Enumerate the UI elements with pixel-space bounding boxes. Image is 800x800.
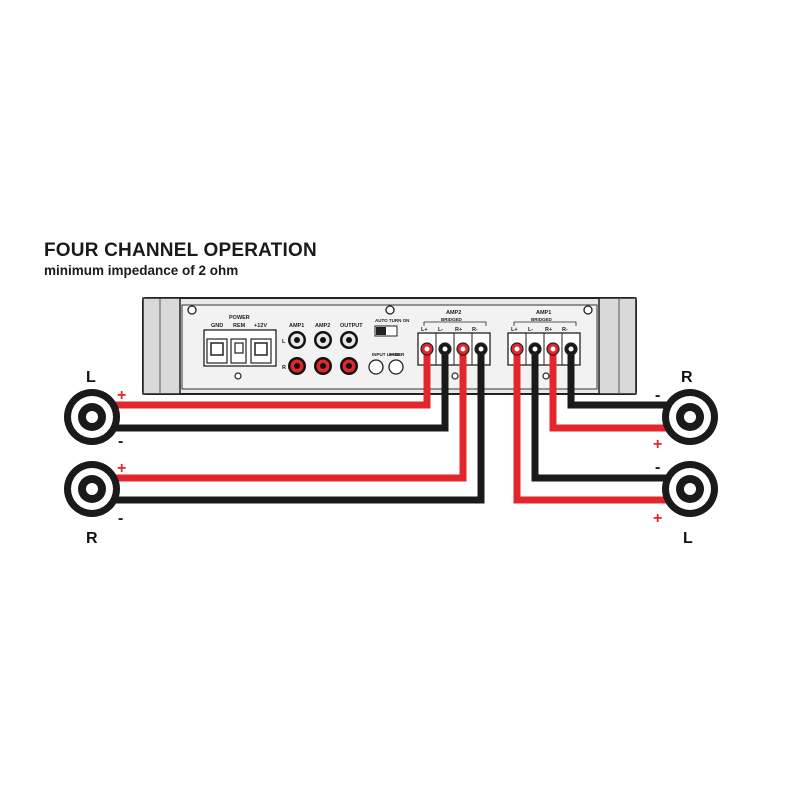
- amp1-rca-label: AMP1: [289, 323, 304, 329]
- amp2-rca-label: AMP2: [315, 323, 330, 329]
- fader-knob: [388, 359, 404, 375]
- channel-label-left-top: L: [86, 369, 96, 386]
- speaker-right-top: [662, 389, 718, 445]
- v12-label: +12V: [254, 323, 267, 329]
- right-heatsink: [598, 297, 637, 395]
- amp1-terminal-l-minus: L-: [528, 327, 533, 333]
- wire-amp1-l-minus: [531, 352, 690, 482]
- channel-label-right-bottom: L: [683, 530, 693, 547]
- speaker-left-top: [64, 389, 120, 445]
- wire-amp2-r-plus: [110, 352, 467, 482]
- minus-sign: -: [655, 387, 660, 404]
- plus-sign: +: [117, 460, 126, 477]
- wire-amp1-l-plus: [513, 352, 690, 504]
- amp2-bridged-label: BRIDGED: [441, 317, 463, 322]
- screw-icon: [542, 372, 550, 380]
- amp2-block-label: AMP2: [446, 310, 461, 316]
- speaker-left-bottom: [64, 461, 120, 517]
- screw-icon: [187, 305, 197, 315]
- amp1-terminal-r-plus: R+: [545, 327, 552, 333]
- fader-label: FADER: [389, 352, 405, 357]
- amp1-block-label: AMP1: [536, 310, 551, 316]
- wire-amp2-l-minus: [110, 352, 449, 432]
- diagram-title: FOUR CHANNEL OPERATION: [44, 240, 317, 261]
- amp1-terminal-l-plus: L+: [511, 327, 518, 333]
- amp2-terminal-r-minus: R-: [472, 327, 478, 333]
- terminal-screws: [420, 342, 578, 356]
- plus-sign: +: [653, 510, 662, 527]
- minus-sign: -: [655, 459, 660, 476]
- amp2-terminal-l-minus: L-: [438, 327, 443, 333]
- amp1-bridged-label: BRIDGED: [531, 317, 553, 322]
- plus-sign: +: [653, 436, 662, 453]
- plus-sign: +: [117, 387, 126, 404]
- rca-r-label: R: [282, 365, 286, 371]
- auto-turn-on-label: AUTO TURN ON: [375, 318, 409, 323]
- amplifier: POWER GND REM +12V AMP1 AMP2 OUTPUT L R …: [142, 297, 637, 395]
- wire-amp2-r-minus: [110, 352, 485, 504]
- left-heatsink: [142, 297, 181, 395]
- power-label: POWER: [229, 315, 250, 321]
- speaker-right-bottom: [662, 461, 718, 517]
- screw-icon: [583, 305, 593, 315]
- diagram-subtitle: minimum impedance of 2 ohm: [44, 263, 239, 278]
- channel-label-right-top: R: [681, 369, 693, 386]
- screw-icon: [234, 372, 242, 380]
- input-level-knob: [368, 359, 384, 375]
- rca-jacks: [288, 331, 358, 375]
- rem-label: REM: [233, 323, 246, 329]
- channel-label-left-bottom: R: [86, 530, 98, 547]
- amp1-terminal-r-minus: R-: [562, 327, 568, 333]
- amp2-terminal-l-plus: L+: [421, 327, 428, 333]
- screw-icon: [385, 305, 395, 315]
- wire-amp1-r-plus: [549, 352, 690, 432]
- amp2-terminal-r-plus: R+: [455, 327, 462, 333]
- speaker-wires: [110, 352, 690, 504]
- screw-icon: [451, 372, 459, 380]
- rca-l-label: L: [282, 339, 286, 345]
- input-level-label: INPUT LEVEL: [372, 352, 402, 357]
- output-rca-label: OUTPUT: [340, 323, 363, 329]
- gnd-label: GND: [211, 323, 223, 329]
- minus-sign: -: [118, 510, 123, 527]
- wire-amp1-r-minus: [567, 352, 690, 409]
- wire-amp2-l-plus: [110, 352, 431, 409]
- minus-sign: -: [118, 433, 123, 450]
